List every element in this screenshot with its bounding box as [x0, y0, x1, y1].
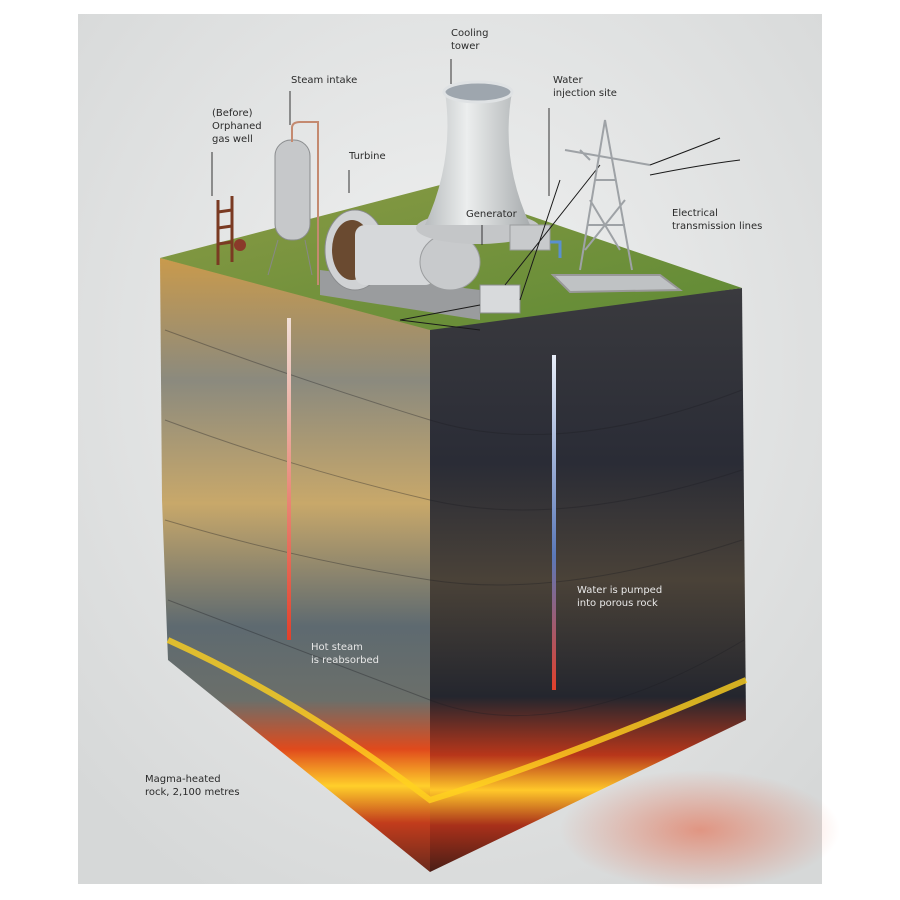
label-generator: Generator: [466, 209, 517, 220]
turbine: [320, 209, 481, 320]
steam-intake-tank: [267, 121, 319, 285]
label-steam-intake: Steam intake: [291, 75, 358, 86]
rock-face-left: [160, 258, 430, 872]
label-magma-rock: Magma-heated rock, 2,100 metres: [145, 774, 240, 798]
orphaned-gas-well: [216, 196, 246, 265]
label-turbine: Turbine: [349, 151, 386, 162]
transmission-tower: [550, 119, 741, 294]
rock-face-right: [430, 288, 746, 872]
cooling-tower: [416, 80, 540, 244]
label-orphaned-gas-well: (Before) Orphaned gas well: [212, 108, 262, 145]
label-water-injection-site: Water injection site: [553, 75, 617, 99]
water-injection-pipe: [552, 355, 556, 690]
leader-lines: [211, 59, 550, 245]
label-cooling-tower: Cooling tower: [451, 28, 489, 52]
steam-pipe: [287, 318, 291, 640]
generator: [399, 164, 601, 331]
label-transmission-lines: Electrical transmission lines: [672, 208, 763, 232]
label-water-pumped: Water is pumped into porous rock: [577, 585, 663, 609]
magma-glow: [560, 770, 840, 890]
label-hot-steam: Hot steam is reabsorbed: [311, 642, 379, 666]
magma-vein: [166, 637, 748, 804]
rock-strata: [164, 329, 745, 717]
